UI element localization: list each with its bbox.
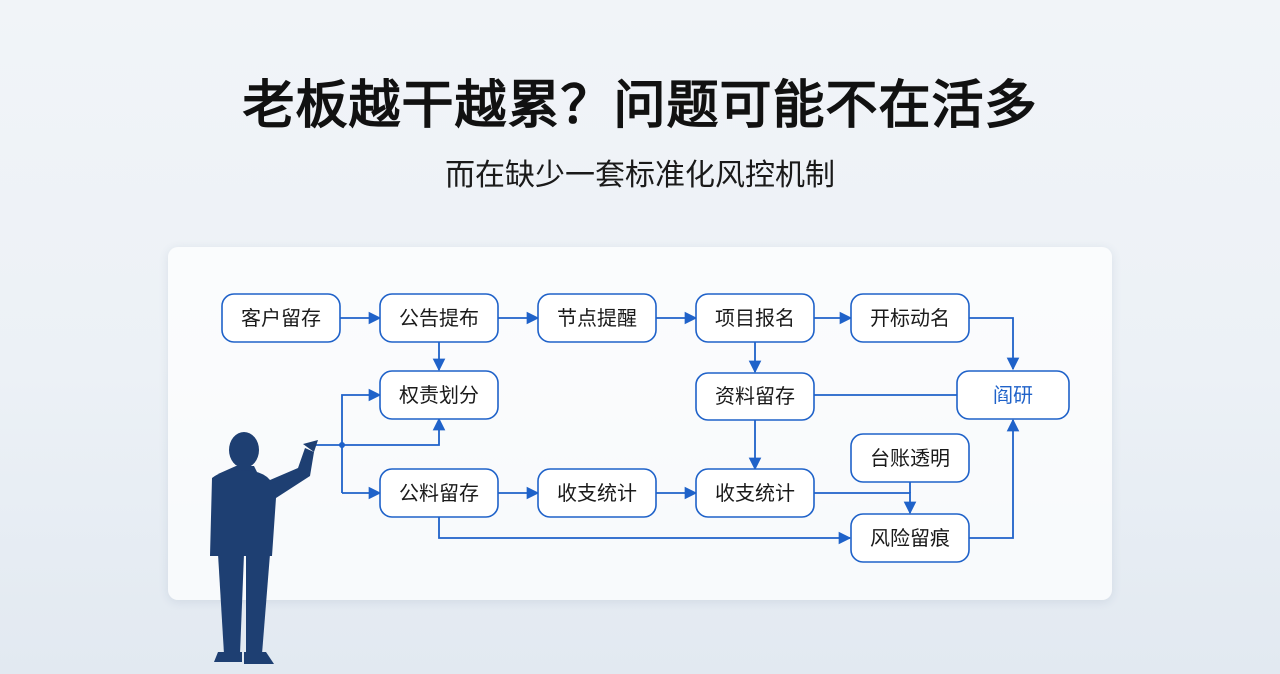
node-n4: 项目报名 [695,293,815,343]
node-label: 资料留存 [715,384,795,408]
node-label: 开标动名 [870,306,950,330]
node-n11: 收支统计 [537,468,657,518]
flowchart-edges [310,311,1020,545]
node-n12: 收支统计 [695,468,815,518]
page-subtitle: 而在缺少一套标准化风控机制 [445,158,835,193]
node-label: 公料留存 [399,481,479,505]
junction-dot [339,442,345,448]
node-n6: 权责划分 [379,370,499,420]
node-n13: 风险留痕 [850,513,970,563]
node-label: 收支统计 [715,481,795,505]
node-n1: 客户留存 [221,293,341,343]
node-n10: 公料留存 [379,468,499,518]
node-n3: 节点提醒 [537,293,657,343]
node-label: 项目报名 [715,306,795,330]
edge-n12-n13 [814,492,917,515]
edge-n5-n8 [969,317,1020,371]
node-label: 风险留痕 [870,526,950,550]
bracket-to-n6 [341,388,382,493]
node-label: 客户留存 [241,306,321,330]
node-label: 台账透明 [870,446,950,470]
node-label: 阎研 [993,383,1033,407]
node-n8: 阎研 [956,370,1070,420]
node-label: 公告提布 [399,306,479,330]
node-label: 节点提醒 [557,306,637,330]
pointer-to-n6 [342,417,446,446]
edge-n13-n8 [969,418,1020,539]
node-n7: 资料留存 [695,372,815,421]
page-title: 老板越干越累？问题可能不在活多 [242,76,1038,136]
flowchart-nodes: 客户留存 公告提布 节点提醒 项目报名 开标动名 权责划分 资料留存 阎研 台账… [221,293,1070,563]
pointing-person-figure [210,432,318,664]
node-n9: 台账透明 [850,433,970,483]
node-n2: 公告提布 [379,293,499,343]
node-label: 收支统计 [557,481,637,505]
node-n5: 开标动名 [850,293,970,343]
node-label: 权责划分 [399,383,479,407]
edge-n10-n13 [438,517,852,545]
